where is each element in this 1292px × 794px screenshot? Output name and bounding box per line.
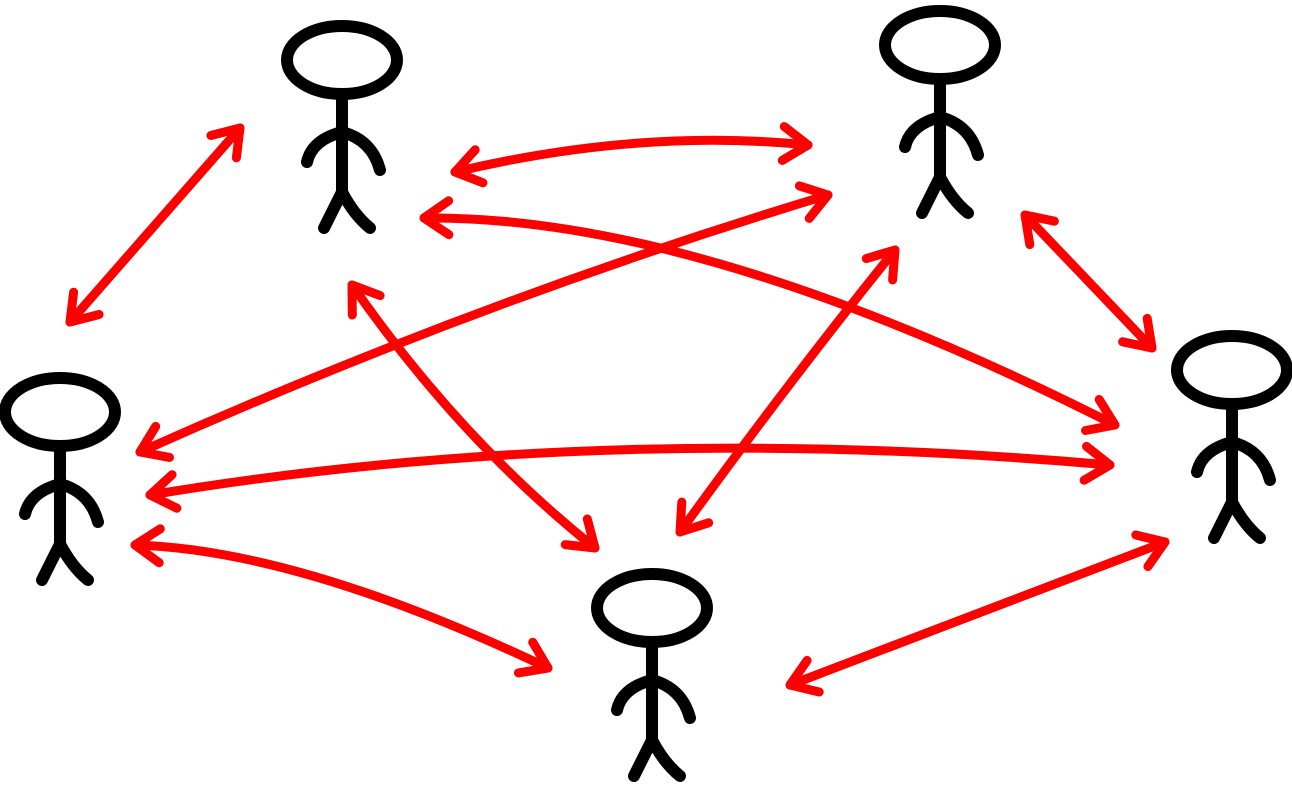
connection-arrow-person-1-person-2 [450, 122, 813, 188]
arrowhead-icon [785, 655, 824, 697]
arrow-shaft [65, 123, 245, 327]
arrowhead-icon [450, 145, 488, 188]
connection-arrow-person-2-person-4 [1020, 210, 1157, 353]
head [1171, 330, 1292, 410]
arrowhead-icon [1118, 313, 1157, 353]
arrowhead-icon [347, 280, 385, 320]
arrowhead-icon [560, 514, 600, 553]
arms [1191, 436, 1276, 486]
connection-arrow-person-2-person-3 [135, 181, 833, 462]
legs [36, 538, 94, 586]
arrowhead-icon [1079, 441, 1115, 485]
arrowhead-icon [777, 122, 813, 165]
head [591, 568, 713, 648]
arrowhead-icon [861, 245, 900, 285]
connection-arrow-person-1-person-5 [347, 280, 600, 553]
arrow-shaft [419, 213, 1120, 430]
arrowhead-icon [1081, 395, 1120, 435]
arms [899, 111, 984, 161]
connection-arrow-person-3-person-5 [130, 524, 553, 678]
arrowhead-icon [675, 497, 714, 537]
arrow-shaft [675, 245, 900, 537]
arms [19, 478, 104, 528]
connection-arrow-person-4-person-5 [785, 530, 1170, 697]
stick-figure-icon-person-5 [591, 568, 713, 782]
arrowhead-icon [1131, 530, 1170, 572]
arrow-shaft [347, 280, 600, 553]
arrow-shaft [145, 443, 1115, 500]
connection-arrow-person-2-person-5 [675, 245, 900, 537]
connection-arrow-person-1-person-4 [419, 196, 1120, 435]
stick-figure-icon-person-4 [1171, 330, 1292, 544]
head [0, 372, 121, 452]
head [281, 20, 403, 100]
arrowhead-icon [135, 421, 174, 462]
arrow-shaft [450, 135, 813, 177]
arrow-shaft [785, 537, 1170, 690]
legs [916, 171, 974, 219]
stick-figure-icon-person-3 [0, 372, 121, 586]
connection-arrow-person-3-person-4 [145, 441, 1115, 513]
arrowhead-icon [794, 181, 833, 223]
stick-figure-icon-person-1 [281, 20, 403, 234]
arrowhead-icon [419, 196, 454, 240]
stick-figure-icon-person-2 [879, 5, 1001, 219]
legs [1208, 496, 1266, 544]
legs [628, 734, 686, 782]
arrow-shaft [1020, 210, 1157, 353]
arrow-shaft [130, 540, 553, 673]
arrowhead-icon [513, 637, 553, 678]
arms [301, 126, 386, 176]
connection-arrow-person-1-person-3 [65, 123, 245, 327]
arrowhead-icon [206, 123, 245, 163]
arrowhead-icon [1020, 210, 1059, 250]
arrowhead-icon [65, 287, 104, 327]
arrowhead-icon [145, 470, 182, 513]
arms [611, 674, 696, 724]
arrowhead-icon [130, 524, 165, 568]
legs [318, 186, 376, 234]
head [879, 5, 1001, 85]
arrow-shaft [135, 190, 833, 457]
